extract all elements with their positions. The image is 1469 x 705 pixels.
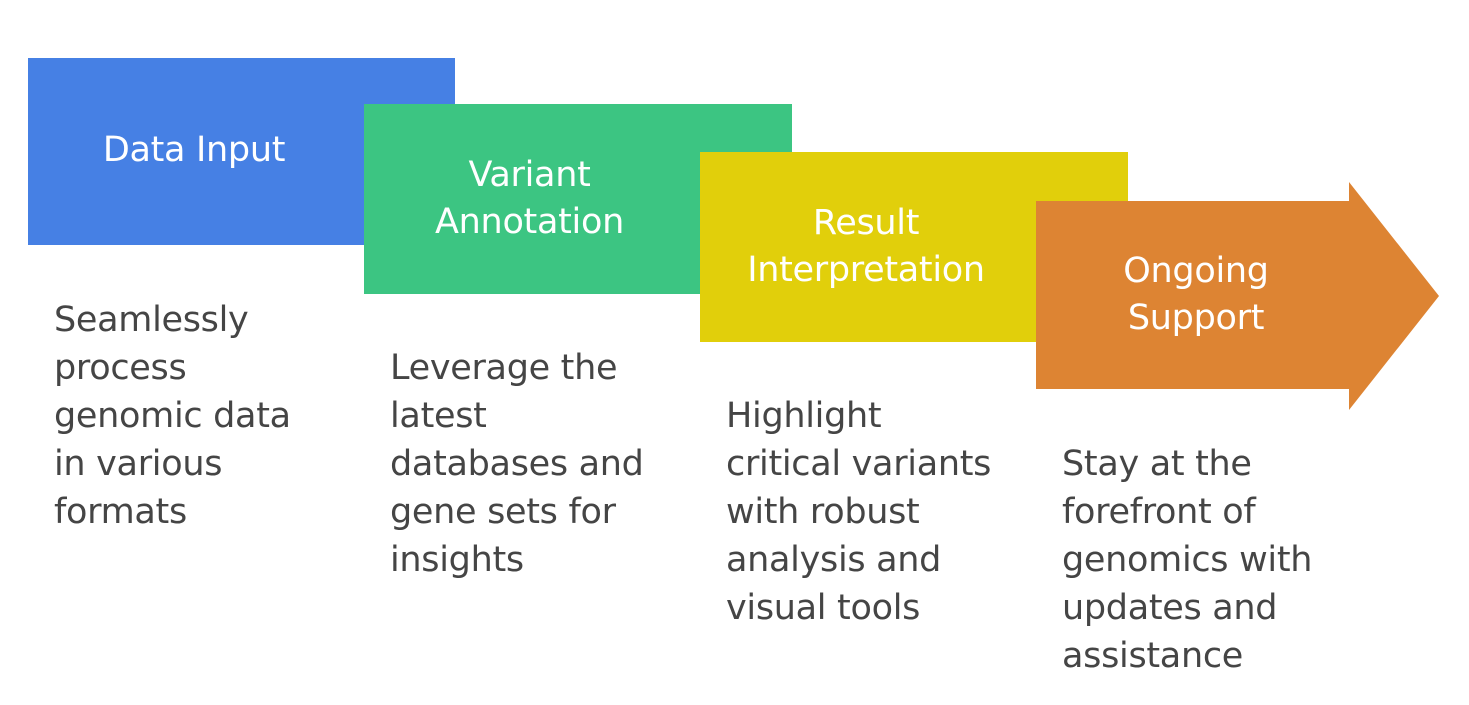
step-4-description: Stay at the forefront of genomics with u… bbox=[1062, 444, 1313, 676]
step-2-title: Variant Annotation bbox=[435, 155, 624, 242]
step-1-title: Data Input bbox=[102, 130, 286, 170]
step-3-description: Highlight critical variants with robust … bbox=[726, 396, 992, 628]
step-4-arrow bbox=[1036, 182, 1439, 410]
step-2-description: Leverage the latest databases and gene s… bbox=[390, 348, 644, 580]
step-3-title: Result Interpretation bbox=[747, 203, 985, 290]
step-4-title: Ongoing Support bbox=[1123, 251, 1269, 338]
step-1-description: Seamlessly process genomic data in vario… bbox=[54, 300, 291, 532]
